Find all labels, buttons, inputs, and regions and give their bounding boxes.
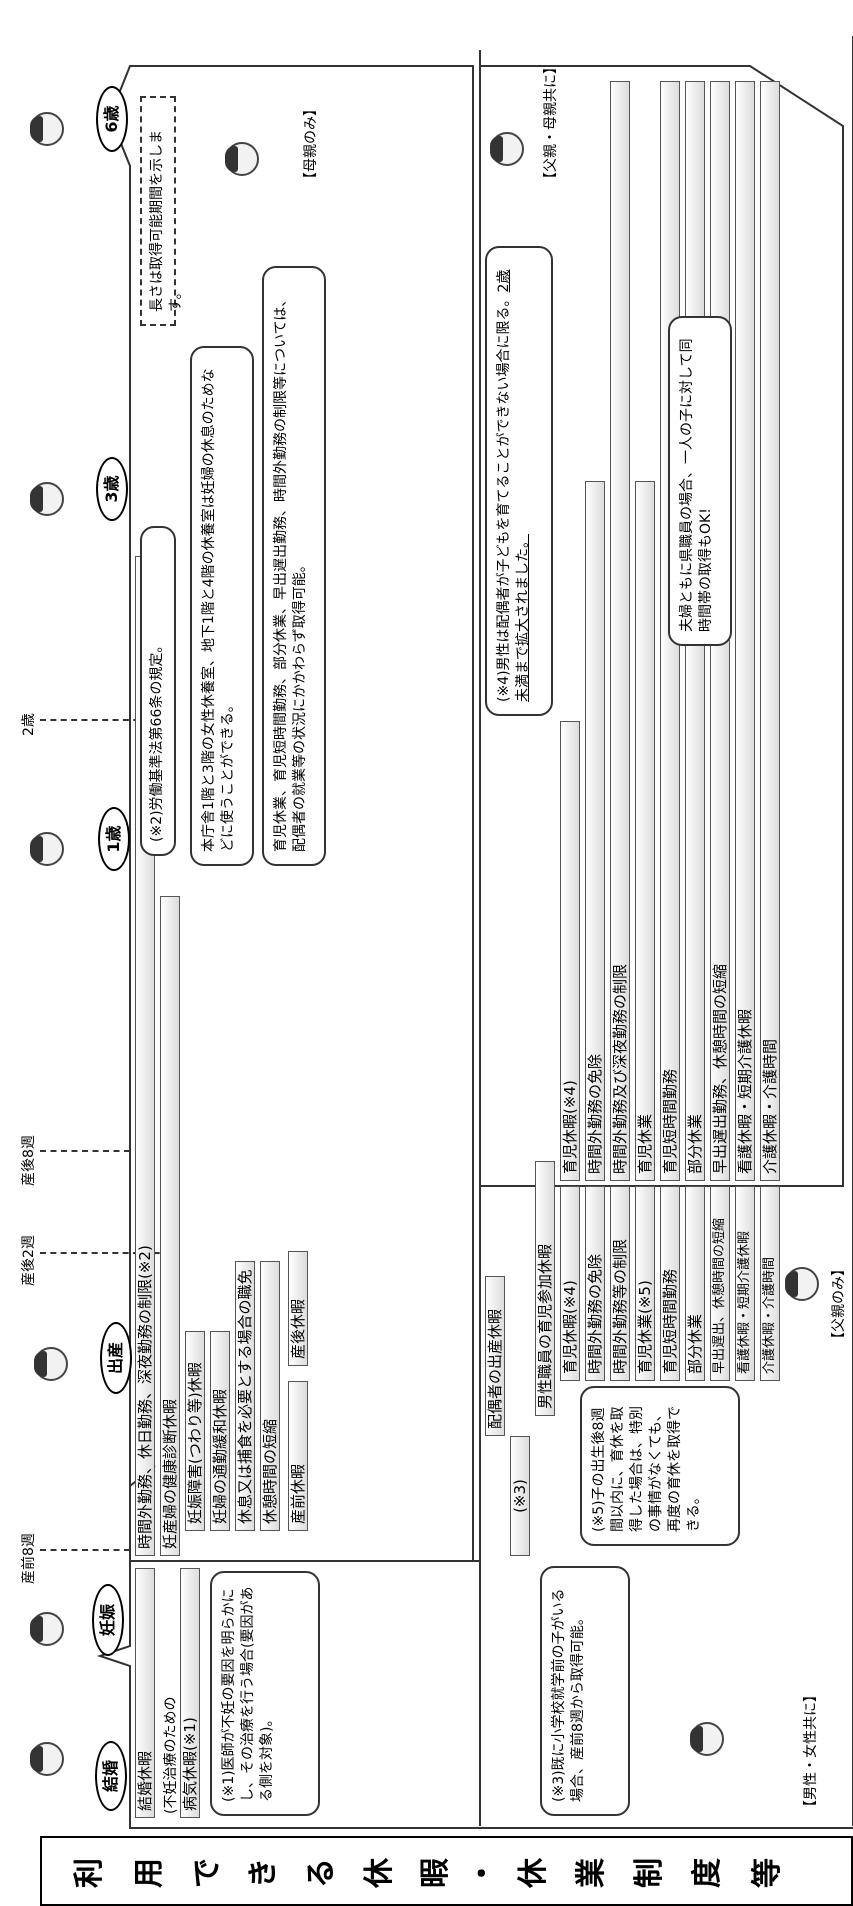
pregnant-couple-icon [30, 1612, 64, 1646]
note4-text: (※4)男性は配偶者が子どもを育てることができない場合に限る。 [496, 292, 512, 702]
bar-mother-checkup: 妊産婦の健康診断休暇 [160, 896, 180, 1556]
father-icon [785, 1267, 819, 1301]
bar-f-childcare-leave: 育児休暇(※4) [560, 1186, 580, 1381]
bar-mother-break: 休憩時間の短縮 [260, 1261, 280, 1531]
bar-sick-leave: 病気休暇(※1) [180, 1568, 200, 1818]
bar-paternity: 男性職員の育児参加休暇 [535, 1161, 555, 1416]
stage-birth: 出産 [100, 1322, 132, 1394]
childcare-rules-box: 育児休業、育児短時間勤務、部分休業、早出遅出勤務、時間外勤務の制限等については、… [262, 266, 326, 866]
mother-icon [225, 142, 259, 176]
label-age2: 2歳 [18, 713, 38, 736]
note1-text: (※1)医師が不妊の要因を明らかにし、その治療を行う場合(要因がある側を対象)。 [221, 1587, 275, 1802]
bar-mother-morning-sickness: 妊娠障害(つわり等)休暇 [185, 1331, 205, 1531]
note3-box: (※3)既に小学校就学前の子がいる場合、産前8週から取得可能。 [540, 1566, 630, 1816]
line-prenatal8w [40, 1549, 130, 1551]
note5-text: (※5)子の出生後8週間以内に、育休を取得した場合は、特別の事情がなくても、再度… [591, 1406, 702, 1532]
bar-f-care: 介護休暇・介護時間 [760, 1186, 780, 1381]
newborn-icon [34, 1347, 68, 1381]
couple-note-box: 夫婦ともに県職員の場合、一人の子に対して同時間帯の取得もOK! [668, 316, 732, 646]
bar-mother-commute: 妊婦の通勤緩和休暇 [210, 1331, 230, 1531]
note3-text: (※3)既に小学校就学前の子がいる場合、産前8週から取得可能。 [551, 1588, 586, 1802]
stage-age6: 6歳 [96, 86, 128, 152]
stage-marriage: 結婚 [95, 1741, 127, 1811]
label-both-sexes: 【男性・女性共に】 [800, 1688, 820, 1814]
note1-box: (※1)医師が不妊の要因を明らかにし、その治療を行う場合(要因がある側を対象)。 [210, 1571, 320, 1816]
bar-marriage-leave: 結婚休暇 [135, 1568, 155, 1818]
bride-groom-icon [30, 1742, 64, 1776]
bar-f-overtime-limit: 時間外勤務等の制限 [610, 1186, 630, 1381]
stage-age3: 3歳 [96, 457, 128, 521]
label-father-only: 【父親のみ】 [828, 1262, 848, 1346]
bar-f-flex: 早出遅出、休憩時間の短縮 [710, 1186, 730, 1381]
children-icon [30, 482, 64, 516]
label-prenatal8w: 産前8週 [18, 1533, 38, 1584]
stage-pregnancy: 妊娠 [92, 1584, 124, 1656]
rest-room-text: 本庁舎1階と3階の女性休養室、地下1階と4階の休養室は妊婦の休息のためなどに使う… [201, 368, 236, 852]
bar-f-overtime-exempt: 時間外勤務の免除 [585, 1186, 605, 1381]
note4-box: (※4)男性は配偶者が子どもを育てることができない場合に限る。2歳未満まで拡大さ… [485, 246, 553, 716]
bar-b-overtime-deep-limit: 時間外勤務及び深夜勤務の制限 [610, 81, 630, 1181]
line-postnatal8w [40, 1150, 130, 1152]
bar-mother-postnatal: 産後休暇 [288, 1251, 308, 1366]
couple-note-text: 夫婦ともに県職員の場合、一人の子に対して同時間帯の取得もOK! [679, 338, 714, 632]
bar-b-overtime-exempt: 時間外勤務の免除 [585, 481, 605, 1181]
stage-age1: 1歳 [98, 807, 130, 871]
toddler-icon [30, 832, 64, 866]
bar-f-nursing: 看護休暇・短期介護休暇 [735, 1186, 755, 1381]
note2-text: (※2)労働基準法第66条の規定。 [149, 639, 165, 842]
note5-box: (※5)子の出生後8週間以内に、育休を取得した場合は、特別の事情がなくても、再度… [580, 1386, 740, 1546]
bar-b-care: 介護休暇・介護時間 [760, 81, 780, 1181]
rest-room-box: 本庁舎1階と3階の女性休養室、地下1階と4階の休養室は妊婦の休息のためなどに使う… [190, 346, 254, 866]
bar-f-childcare-absence: 育児休業(※5) [635, 1186, 655, 1381]
label-both-parents: 【父親・母親共に】 [540, 60, 560, 186]
bar-mother-prenatal: 産前休暇 [288, 1381, 308, 1531]
sick-leave-line1: (不妊治療のための [160, 1697, 180, 1814]
label-mother-only: 【母親のみ】 [300, 102, 320, 186]
legend-box: 長さは取得可能期間を示します。 [140, 96, 176, 326]
parents-icon [490, 132, 524, 166]
bar-f-partial: 部分休業 [685, 1186, 705, 1381]
school-kids-icon [30, 112, 64, 146]
bar-note3-ref: (※3) [510, 1436, 530, 1556]
label-postnatal8w: 産後8週 [18, 1135, 38, 1186]
bar-f-short-hours: 育児短時間勤務 [660, 1186, 680, 1381]
couple-icon [690, 1722, 724, 1756]
bar-spouse-birth: 配偶者の出産休暇 [485, 1276, 505, 1436]
note2-box: (※2)労働基準法第66条の規定。 [140, 526, 176, 856]
bar-mother-rest: 休息又は捕食を必要とする場合の職免 [235, 1261, 255, 1531]
childcare-rules-text: 育児休業、育児短時間勤務、部分休業、早出遅出勤務、時間外勤務の制限等については、… [273, 293, 308, 852]
label-postnatal2w: 産後2週 [18, 1235, 38, 1286]
bar-b-childcare-leave: 育児休暇(※4) [560, 721, 580, 1181]
bar-b-childcare-absence: 育児休業 [635, 481, 655, 1181]
bar-b-nursing: 看護休暇・短期介護休暇 [735, 81, 755, 1181]
